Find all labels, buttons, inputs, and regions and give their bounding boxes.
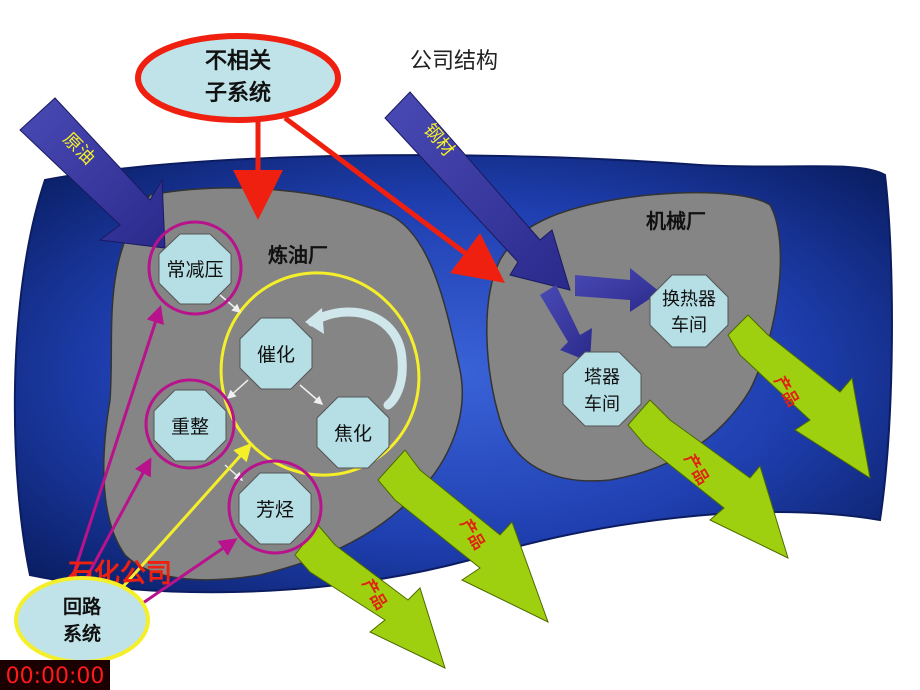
machinery-name: 机械厂 bbox=[646, 209, 706, 233]
loop-to-aromatics-arrow bbox=[139, 538, 238, 607]
steel-arrow-icon bbox=[384, 91, 571, 291]
coking-label: 焦化 bbox=[334, 423, 372, 445]
heat-exchanger-label-line2: 车间 bbox=[671, 315, 707, 336]
heat-exchanger-unit bbox=[649, 274, 729, 348]
timer-readout: 00:00:00 bbox=[6, 664, 105, 689]
coking-unit bbox=[316, 396, 390, 469]
loop-system-line2: 系统 bbox=[63, 622, 101, 645]
crude-oil-arrow-icon bbox=[19, 97, 166, 249]
aromatics-label: 芳烃 bbox=[256, 499, 294, 521]
reforming-circle bbox=[144, 378, 236, 470]
recycle-arrow-icon bbox=[307, 307, 407, 410]
recycle-arrowhead-icon bbox=[305, 308, 324, 334]
aromatics-circle bbox=[227, 459, 323, 555]
loop-to-atmos-arrow bbox=[68, 305, 164, 586]
product-arrow-tower bbox=[627, 399, 789, 559]
catalytic-unit bbox=[239, 317, 313, 390]
product-arrow-aromatics bbox=[294, 524, 446, 669]
flow-catalytic-to-reforming bbox=[226, 379, 249, 400]
page-title: 公司结构 bbox=[410, 49, 498, 74]
loop-to-reforming-arrow bbox=[78, 457, 152, 591]
flow-catalytic-to-coking bbox=[299, 384, 324, 405]
product-arrow-heat-exchanger bbox=[727, 314, 871, 480]
to-heat-exchanger-arrow-icon bbox=[575, 268, 660, 312]
loop-system-line1: 回路 bbox=[63, 595, 102, 618]
heat-exchanger-label-line1: 换热器 bbox=[662, 289, 716, 310]
product-arrows bbox=[294, 314, 871, 669]
product-arrow-coking bbox=[377, 449, 549, 623]
subsystem-to-machinery-arrow bbox=[283, 116, 505, 283]
aromatics-unit bbox=[238, 472, 312, 545]
atmos-unit bbox=[158, 233, 232, 305]
atmos-label: 常减压 bbox=[166, 259, 223, 281]
unrelated-subsystem-ellipse bbox=[135, 33, 341, 123]
refinery-name: 炼油厂 bbox=[268, 243, 328, 267]
to-tower-arrow-icon bbox=[540, 285, 592, 362]
timer-box bbox=[0, 660, 110, 690]
tower-unit bbox=[562, 351, 642, 427]
unrelated-subsystem-line2: 子系统 bbox=[205, 80, 271, 106]
loop-to-group-arrow bbox=[118, 442, 253, 592]
catalytic-label: 催化 bbox=[257, 344, 295, 366]
reforming-label: 重整 bbox=[171, 416, 209, 438]
tower-label-line2: 车间 bbox=[584, 394, 620, 415]
atmos-circle bbox=[147, 220, 243, 316]
reforming-unit bbox=[153, 389, 227, 462]
tower-label-line1: 塔器 bbox=[584, 367, 620, 388]
unrelated-subsystem-line1: 不相关 bbox=[205, 49, 271, 74]
flow-atmos-to-catalytic bbox=[219, 294, 242, 313]
loop-system-ellipse bbox=[14, 576, 150, 664]
